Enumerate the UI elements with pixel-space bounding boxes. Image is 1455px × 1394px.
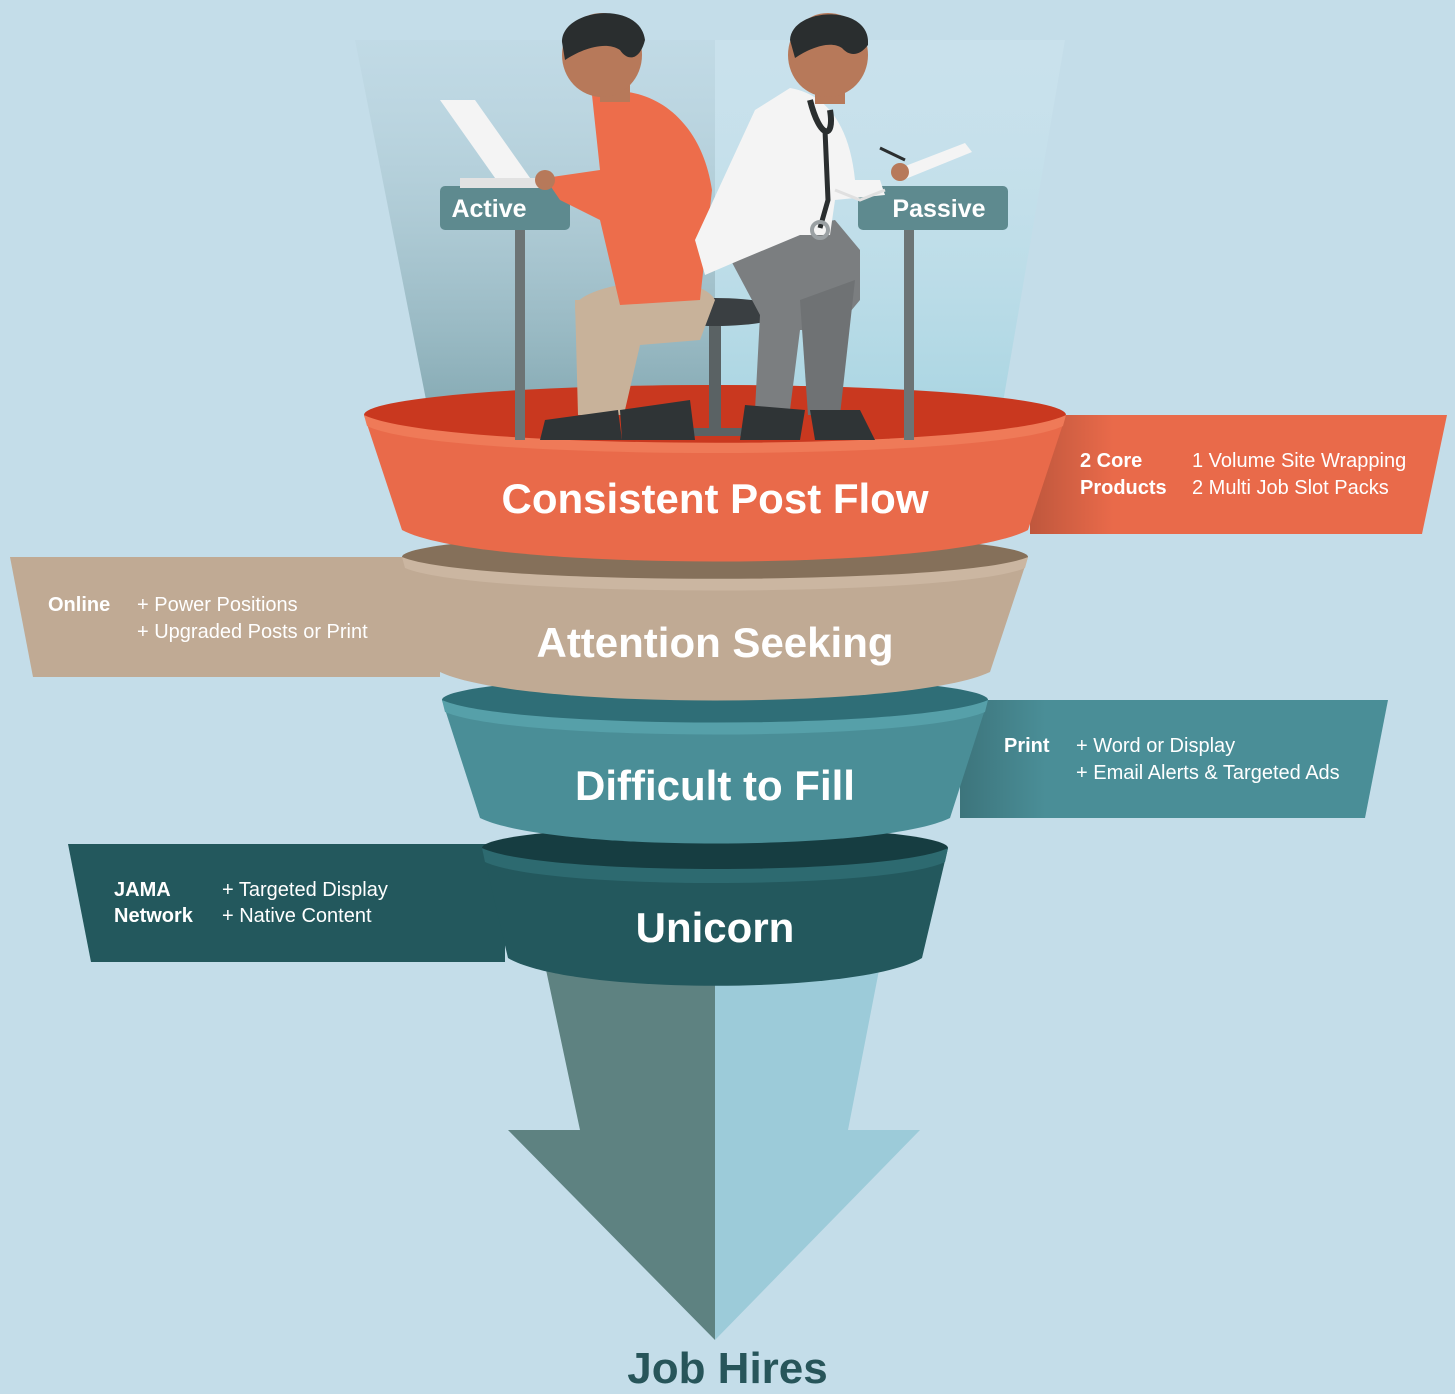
active-person-illustration	[440, 13, 715, 440]
job-hires-label: Job Hires	[627, 1344, 828, 1393]
passive-label: Passive	[892, 195, 985, 223]
panel-item: + Email Alerts & Targeted Ads	[1076, 762, 1340, 784]
panel-item: + Targeted Display	[222, 879, 388, 901]
active-desk: Active	[440, 186, 570, 440]
panel-heading: Products	[1080, 477, 1167, 499]
panel-item: + Word or Display	[1076, 735, 1235, 757]
panel-heading: 2 Core	[1080, 450, 1142, 472]
panel-jama-network: JAMA Network + Targeted Display + Native…	[68, 844, 505, 962]
panel-heading: Online	[48, 594, 110, 616]
active-label: Active	[451, 195, 526, 223]
passive-person-illustration	[695, 13, 972, 440]
panel-heading: Print	[1004, 735, 1050, 757]
job-hires-arrow	[508, 965, 920, 1340]
stage-title: Attention Seeking	[536, 619, 893, 666]
funnel-band-unicorn: Unicorn	[482, 826, 948, 986]
panel-heading: Network	[114, 905, 194, 927]
panel-print: Print + Word or Display + Email Alerts &…	[960, 700, 1388, 818]
stage-title: Consistent Post Flow	[501, 475, 928, 522]
stage-title: Unicorn	[636, 904, 795, 951]
panel-item: + Power Positions	[137, 594, 298, 616]
panel-item: 1 Volume Site Wrapping	[1192, 450, 1406, 472]
passive-desk: Passive	[858, 186, 1008, 440]
panel-item: + Upgraded Posts or Print	[137, 621, 368, 643]
panel-heading: JAMA	[114, 879, 171, 901]
panel-core-products: 2 Core Products 1 Volume Site Wrapping 2…	[1030, 415, 1447, 534]
panel-item: + Native Content	[222, 905, 372, 927]
funnel-band-difficult-to-fill: Difficult to Fill	[442, 676, 988, 844]
panel-online: Online + Power Positions + Upgraded Post…	[10, 557, 440, 677]
stage-title: Difficult to Fill	[575, 762, 855, 809]
panel-item: 2 Multi Job Slot Packs	[1192, 477, 1389, 499]
